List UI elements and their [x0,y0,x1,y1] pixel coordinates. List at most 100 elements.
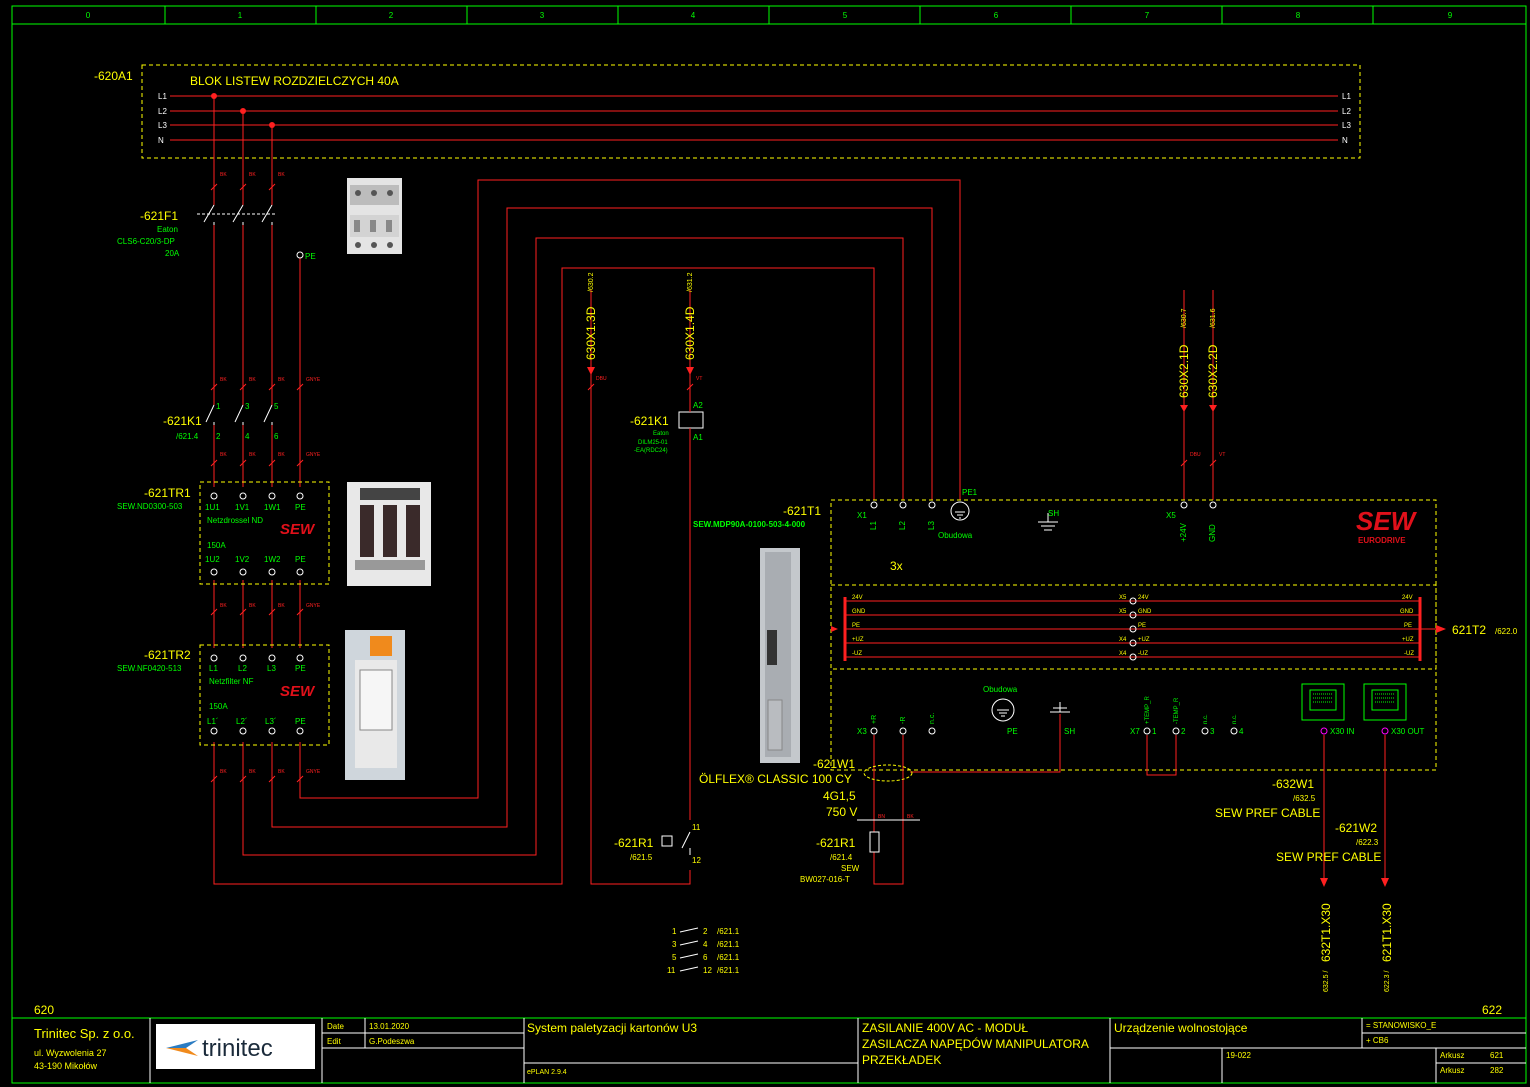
date-value: 13.01.2020 [369,1022,410,1031]
k1-tag: -621K1 [163,414,202,428]
label-text: 1W1 [264,503,281,512]
label-text: L1 [209,664,218,673]
company-addr1: ul. Wyzwolenia 27 [34,1048,106,1058]
label-text: BK [249,172,256,178]
r1-type: BW027-016-T [800,875,850,884]
label-text: -UZ [1138,651,1148,657]
bus-l1-left: L1 [158,92,167,101]
label-text: X3 [857,727,867,736]
r1c-tag: -621R1 [614,836,654,850]
label-text: 632.5 / [1323,971,1330,992]
bus-l2-left: L2 [158,107,167,116]
col-6: 6 [994,11,999,20]
label-text: 3x [890,559,903,573]
tr2-type: SEW.NF0420-513 [117,664,182,673]
company-addr2: 43-190 Mikołów [34,1061,98,1071]
circuit-breaker-f1[interactable]: -621F1 Eaton CLS6-C20/3-DP 20A PE [117,204,316,261]
f1-rating: 20A [165,249,180,258]
label-text: BK [220,172,227,178]
cable-632w1[interactable]: -632W1 /632.5 SEW PREF CABLE [1215,777,1320,820]
xref-630x2-1d[interactable]: 630X2.1D /630.7 [1177,308,1191,412]
project-name: System paletyzacji kartonów U3 [527,1021,697,1035]
xref-630x1-4d[interactable]: 630X1.4D /631.2 [683,272,697,375]
label-text: L1´ [207,717,219,726]
sew-logo-tr1: SEW [280,521,316,538]
next-page[interactable]: 622 [1482,1003,1502,1017]
label-text: +UZ [852,637,864,643]
cable-621w2[interactable]: -621W2 /622.3 SEW PREF CABLE [1276,821,1381,864]
label-text: /621.1 [717,927,740,936]
tr1-tag: -621TR1 [144,486,191,500]
lower-wires [873,714,1386,885]
contactor-coil[interactable]: -621K1 Eaton DILM25-01 -EA(RDC24) A2 A1 [630,401,704,454]
label-text: X7 [1130,727,1140,736]
label-text: 1U1 [205,503,220,512]
label-text: X30 IN [1330,727,1355,736]
coil-a2: A2 [693,401,703,410]
label-text: 12 [703,966,712,975]
label-text: X4 [1119,637,1127,643]
label-text: 2 [703,927,708,936]
sew-logo-tr2: SEW [280,683,316,700]
desc-line1: ZASILANIE 400V AC - MODUŁ [862,1021,1028,1035]
label-text: 1W2 [264,555,281,564]
k1-ref: /621.4 [176,432,199,441]
label-text: SEW PREF CABLE [1276,850,1381,864]
xref-630x2-2d[interactable]: 630X2.2D /631.6 [1206,308,1220,412]
f1-type: CLS6-C20/3-DP [117,237,175,246]
trinitec-logo: trinitec [156,1024,315,1069]
label-text: BK [220,452,227,458]
dest-632t1[interactable]: 632T1.X30 632.5 / [1319,878,1333,992]
label-text: -UZ [1404,651,1414,657]
cable-w1[interactable]: -621W1 ÖLFLEX® CLASSIC 100 CY 4G1,5 750 … [699,757,920,821]
prev-page[interactable]: 620 [34,1003,54,1017]
xref-630x1-3d[interactable]: 630X1.3D /630.2 [584,272,598,375]
label-text: +TEMP_R [1145,695,1151,724]
brake-resistor[interactable]: -621R1 /621.4 SEW BW027-016-T [800,831,880,884]
col-8: 8 [1296,11,1301,20]
job-number: 19-022 [1226,1051,1251,1060]
company-name: Trinitec Sp. z o.o. [34,1026,135,1041]
tr2-tag: -621TR2 [144,648,191,662]
label-text: 1 [1152,727,1157,736]
power-module-t1[interactable]: -621T1 SEW.MDP90A-0100-503-4-000 SEW EUR… [693,488,1518,771]
label-text: 1V2 [235,555,250,564]
label-text: 12 [692,856,701,865]
x30-in-port[interactable]: X30 IN [1301,683,1355,736]
label-text: X5 [1119,595,1127,601]
x30-out-port[interactable]: X30 OUT [1363,683,1424,736]
busbar-block: L1 L2 L3 N L1 L2 L3 N -620A1 BLOK LISTEW… [94,64,1361,159]
label-text: L3 [267,664,276,673]
station: = STANOWISKO_E [1366,1021,1436,1030]
sheet-frame [11,5,1527,1084]
thermal-contact[interactable]: -621R1 /621.5 11 12 [614,823,701,865]
label-text: X30 OUT [1391,727,1424,736]
label-text: 5 [274,402,279,411]
r1-tag: -621R1 [816,836,856,850]
label-text: Date [327,1022,344,1031]
label-text: SH [1064,727,1075,736]
label-text: X5 [1166,511,1176,520]
label-text: n.c. [929,713,936,724]
label-text: PE [1404,623,1412,629]
label-text: PE [295,555,306,564]
label-text: /622.3 [1356,838,1379,847]
col-0: 0 [86,11,91,20]
label-text: 2 [1181,727,1186,736]
out-ref: /622.0 [1495,627,1518,636]
label-text: PE [852,623,860,629]
main-wires [213,96,1214,885]
col-2: 2 [389,11,394,20]
dest-621t1[interactable]: 621T1.X30 622.3 / [1380,878,1394,992]
f1-tag: -621F1 [140,209,178,223]
w1-cable: ÖLFLEX® CLASSIC 100 CY [699,772,852,786]
choke-photo [347,482,431,586]
r1-maker: SEW [841,864,860,873]
label-text: L2´ [236,717,248,726]
f1-pe: PE [305,252,316,261]
